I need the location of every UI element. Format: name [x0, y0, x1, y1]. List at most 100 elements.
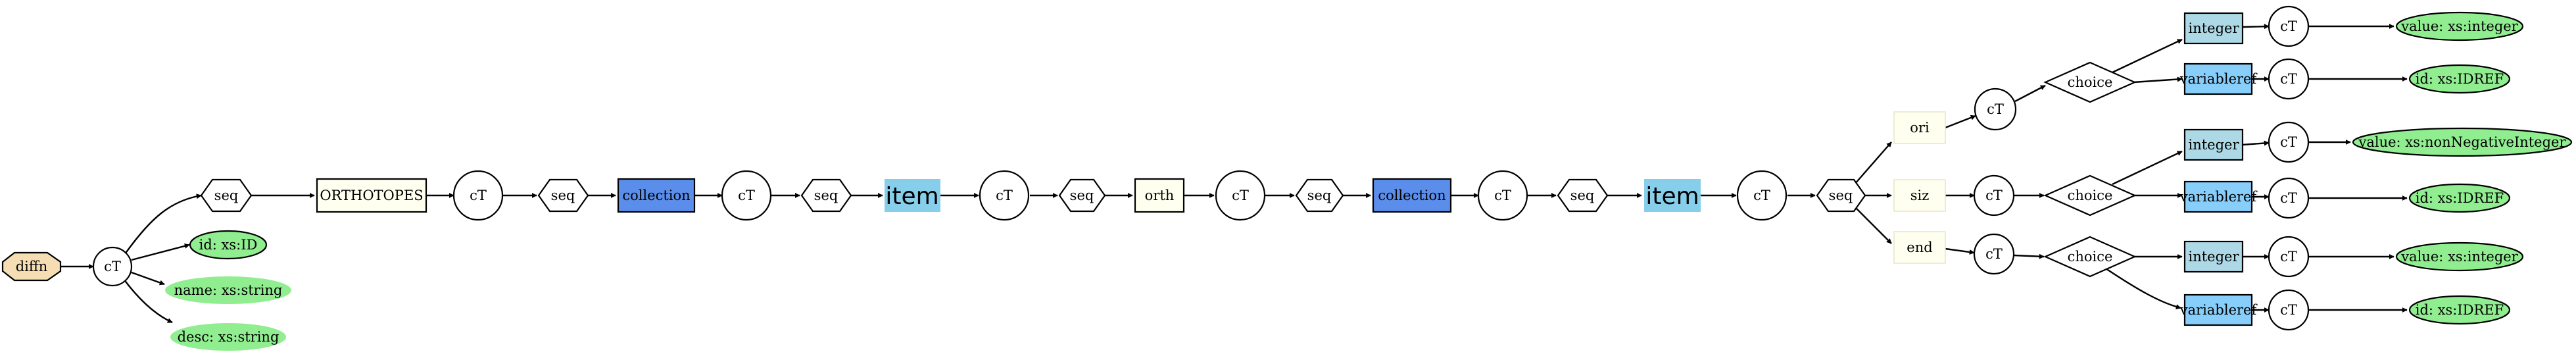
- edge: [124, 193, 202, 255]
- circle-shape: [1215, 170, 1266, 221]
- node-ct: cT: [1215, 170, 1266, 221]
- node-label: cT: [1494, 188, 1511, 203]
- hexagon-shape: [200, 178, 253, 213]
- box-shape: [2183, 240, 2244, 273]
- node-label: value: xs:integer: [2400, 18, 2518, 34]
- node-ct: cT: [979, 170, 1030, 221]
- node-label: desc: xs:string: [178, 329, 279, 345]
- node-ct: cT: [2268, 289, 2310, 331]
- node-leaf-value: value: xs:integer: [2395, 11, 2524, 41]
- node-label: value: xs:nonNegativeInteger: [2358, 134, 2567, 150]
- node-label: choice: [2068, 188, 2113, 203]
- circle-shape: [2268, 58, 2310, 100]
- node-seq: seq: [800, 178, 852, 213]
- node-label: value: xs:integer: [2400, 249, 2518, 265]
- node-label: cT: [2280, 134, 2297, 150]
- node-integer: integer: [2183, 128, 2244, 161]
- node-label: id: xs:IDREF: [2416, 302, 2504, 318]
- node-label: seq: [214, 188, 239, 203]
- node-item: item: [885, 179, 940, 212]
- node-label: end: [1907, 240, 1932, 255]
- node-label: integer: [2188, 249, 2239, 265]
- node-attr-id: id: xs:ID: [189, 230, 268, 260]
- box-shape: [2183, 294, 2253, 326]
- node-variableref: variableref: [2179, 294, 2258, 326]
- node-label: choice: [2068, 74, 2113, 90]
- box-shape: [2183, 63, 2253, 95]
- node-label: collection: [1378, 188, 1446, 203]
- box-shape: [2183, 128, 2244, 161]
- diamond-shape: [2043, 236, 2137, 278]
- node-label: cT: [2280, 302, 2297, 318]
- edges: [61, 24, 2408, 324]
- ellipse-shape: [2408, 295, 2511, 325]
- node-label: cT: [1985, 188, 2003, 203]
- node-label: collection: [622, 188, 690, 203]
- node-variableref: variableref: [2179, 63, 2258, 95]
- node-label: variableref: [2179, 302, 2258, 318]
- box-shape: [1893, 179, 1946, 212]
- edge: [123, 278, 173, 324]
- node-orth: orth: [1134, 178, 1185, 213]
- node-label: cT: [738, 188, 755, 203]
- node-label: diffn: [16, 259, 48, 274]
- box-shape: [2183, 180, 2253, 213]
- circle-shape: [1973, 233, 2015, 275]
- circle-shape: [2268, 289, 2310, 331]
- box-shape: [885, 179, 940, 212]
- ellipse-shape: [2352, 127, 2573, 157]
- edge: [2105, 268, 2181, 310]
- node-ct: cT: [2268, 177, 2310, 219]
- circle-shape: [2268, 121, 2310, 163]
- box-shape: [1893, 111, 1946, 144]
- hexagon-shape: [800, 178, 852, 213]
- node-choice: choice: [2043, 174, 2137, 217]
- circle-shape: [721, 170, 772, 221]
- node-seq: seq: [1557, 178, 1609, 213]
- node-seq: seq: [537, 178, 589, 213]
- node-orthotopes: ORTHOTOPES: [316, 178, 427, 213]
- circle-shape: [1973, 174, 2015, 217]
- node-ct: cT: [721, 170, 772, 221]
- node-ct: cT: [1736, 170, 1787, 221]
- node-label: cT: [996, 188, 1013, 203]
- edge: [2014, 84, 2046, 103]
- node-ct: cT: [1973, 174, 2015, 217]
- box-shape: [1134, 178, 1185, 213]
- circle-shape: [2268, 177, 2310, 219]
- node-seq: seq: [1816, 178, 1866, 213]
- node-label: integer: [2188, 137, 2239, 153]
- node-integer: integer: [2183, 12, 2244, 45]
- edge: [1854, 141, 1892, 185]
- octagon-shape: [1, 251, 62, 282]
- node-leaf-id: id: xs:IDREF: [2408, 64, 2511, 94]
- edge: [131, 243, 190, 261]
- node-label: seq: [551, 188, 575, 203]
- ellipse-shape: [2408, 64, 2511, 94]
- node-ct: cT: [452, 170, 504, 221]
- node-seq: seq: [1058, 178, 1106, 213]
- node-label: name: xs:string: [174, 282, 283, 298]
- node-label: cT: [2280, 249, 2297, 265]
- node-collection: collection: [617, 178, 696, 213]
- edge: [1945, 247, 1975, 255]
- box-shape: [617, 178, 696, 213]
- node-choice: choice: [2043, 236, 2137, 278]
- ellipse-shape: [165, 276, 291, 304]
- node-label: item: [885, 183, 938, 210]
- node-field-siz: siz: [1893, 179, 1946, 212]
- node-leaf-id: id: xs:IDREF: [2408, 295, 2511, 325]
- node-item: item: [1644, 179, 1701, 212]
- node-ct: cT: [2268, 5, 2310, 47]
- node-label: cT: [470, 188, 487, 203]
- node-attr-desc: desc: xs:string: [170, 323, 286, 351]
- node-integer: integer: [2183, 240, 2244, 273]
- node-ct: cT: [2268, 121, 2310, 163]
- node-label: variableref: [2179, 189, 2258, 205]
- node-ct: cT: [1477, 170, 1528, 221]
- node-label: cT: [2280, 71, 2297, 87]
- node-seq: seq: [200, 178, 253, 213]
- node-label: orth: [1145, 188, 1175, 203]
- node-label: siz: [1910, 188, 1930, 203]
- node-diffn: diffn: [1, 251, 62, 282]
